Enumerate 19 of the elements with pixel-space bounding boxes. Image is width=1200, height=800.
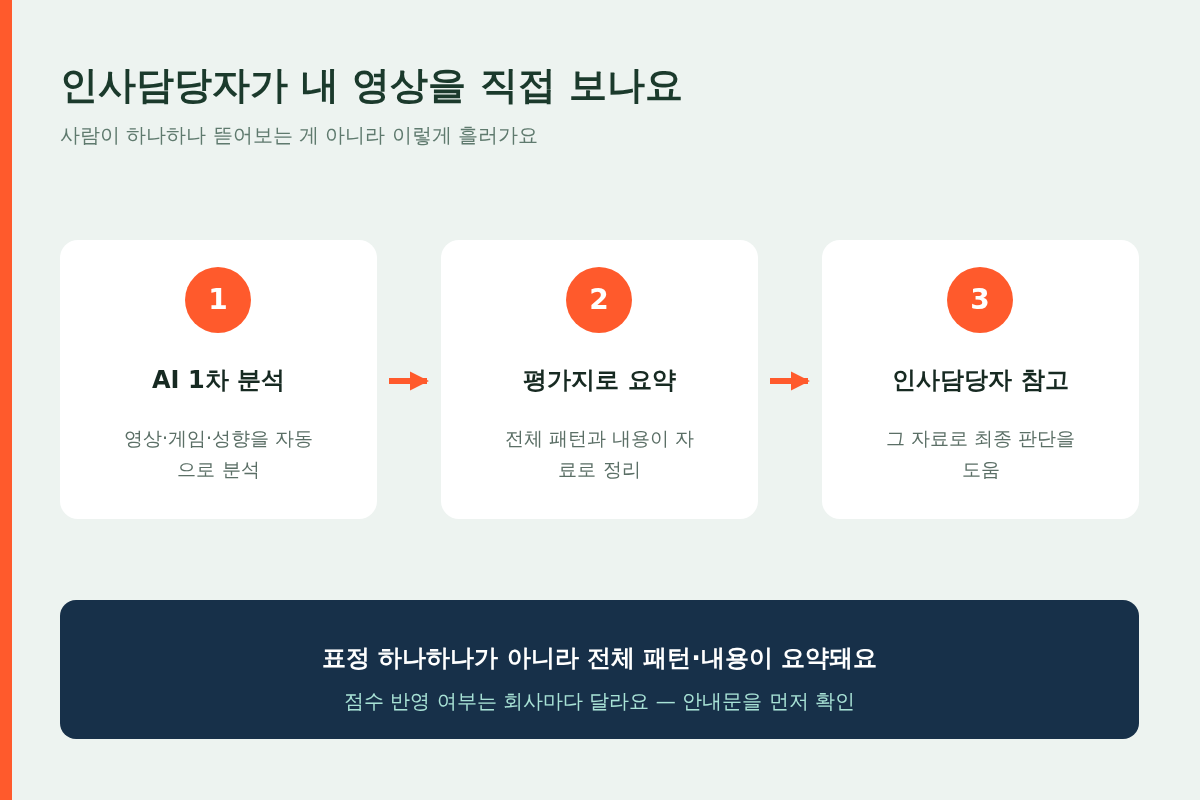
step-title: 평가지로 요약: [522, 365, 677, 396]
arrow: [389, 371, 429, 391]
title: 인사담당자가 내 영상을 직접 보나요: [60, 62, 683, 109]
step-description: 영상·게임·성향을 자동으로 분석: [122, 426, 315, 482]
step-number-badge: 1: [185, 267, 251, 333]
step-number-badge: 3: [947, 267, 1013, 333]
step-card: [60, 240, 377, 519]
banner-heading: 표정 하나하나가 아니라 전체 패턴·내용이 요약돼요: [321, 643, 878, 674]
step-title: AI 1차 분석: [151, 365, 286, 396]
step-card: [822, 240, 1139, 519]
step-description: 전체 패턴과 내용이 자료로 정리: [503, 426, 696, 482]
step-number-badge: 2: [566, 267, 632, 333]
step-title: 인사담당자 참고: [891, 365, 1070, 396]
step-card: [441, 240, 758, 519]
summary-banner: [60, 600, 1139, 739]
subtitle: 사람이 하나하나 뜯어보는 게 아니라 이렇게 흘러가요: [60, 122, 539, 149]
step-description: 그 자료로 최종 판단을 도움: [884, 426, 1077, 482]
banner-note: 점수 반영 여부는 회사마다 달라요 — 안내문을 먼저 확인: [343, 688, 856, 715]
arrow: [770, 371, 810, 391]
